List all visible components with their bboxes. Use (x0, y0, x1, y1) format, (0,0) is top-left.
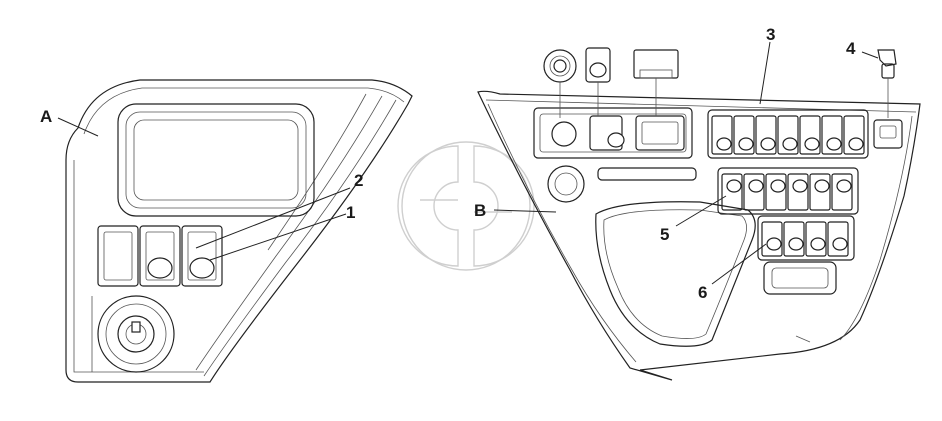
left-button-row (97, 225, 223, 287)
watermark-logo (397, 141, 535, 271)
exploded-parts (543, 47, 897, 118)
callout-a: A (40, 107, 52, 126)
callout-5: 5 (660, 225, 669, 244)
switch-group-3 (707, 109, 869, 159)
panel-a (65, 79, 413, 383)
callout-b: B (474, 201, 486, 220)
callout-6: 6 (698, 283, 707, 302)
leader-lines (57, 41, 879, 285)
panel-b (477, 90, 921, 381)
callout-2: 2 (354, 171, 363, 190)
switch-group-5 (717, 167, 859, 215)
switch-group-6 (757, 215, 855, 261)
callout-1: 1 (346, 203, 355, 222)
callout-4: 4 (846, 39, 856, 58)
ignition-knob (97, 295, 175, 373)
callout-3: 3 (766, 25, 775, 44)
